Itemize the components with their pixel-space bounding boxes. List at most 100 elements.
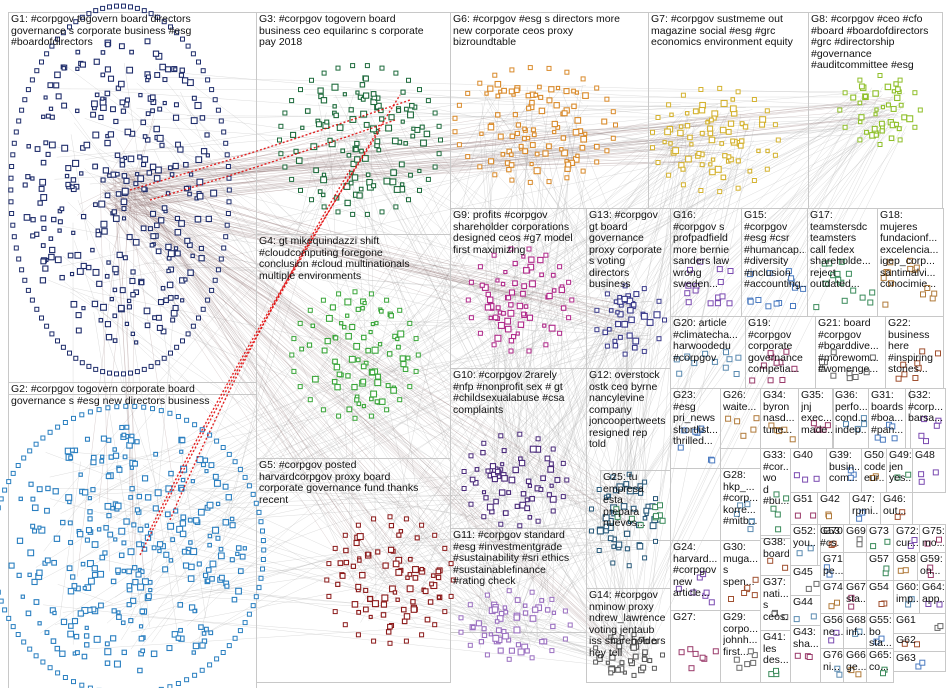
node-g2 <box>129 486 135 492</box>
node-g2 <box>106 437 112 443</box>
node-g2 <box>36 569 43 576</box>
node-g49 <box>905 471 912 478</box>
group-label-g45: G45 <box>793 567 813 578</box>
edge <box>106 100 891 190</box>
node-g7 <box>708 117 714 123</box>
node-g7 <box>662 139 667 145</box>
edge <box>87 297 394 589</box>
edge <box>105 160 715 176</box>
node-g12 <box>653 538 658 544</box>
node-g2 <box>190 548 198 556</box>
node-g7 <box>669 112 674 118</box>
node-g2 <box>237 628 243 634</box>
node-g1 <box>91 300 99 308</box>
edge <box>499 105 884 504</box>
node-g11 <box>503 609 509 615</box>
node-g2 <box>108 454 114 460</box>
node-g2 <box>16 572 22 578</box>
node-g2 <box>132 403 138 409</box>
node-g59 <box>927 564 934 571</box>
node-g2 <box>166 645 173 652</box>
node-g9 <box>507 309 515 317</box>
edge <box>383 88 488 574</box>
node-g10 <box>529 495 535 502</box>
node-g36 <box>843 421 849 428</box>
node-g10 <box>550 508 556 514</box>
node-g9 <box>537 256 544 264</box>
node-g2 <box>71 618 79 625</box>
node-g1 <box>140 225 147 232</box>
node-g12 <box>607 535 614 542</box>
node-g2 <box>116 466 123 473</box>
node-g10 <box>500 462 505 467</box>
group-label-g11: G11: #corpgov standard #esg #investmentg… <box>453 530 570 587</box>
node-g9 <box>479 282 485 288</box>
node-g62 <box>901 640 908 647</box>
edge <box>392 152 698 392</box>
node-g2 <box>44 630 50 635</box>
node-g9 <box>526 314 534 321</box>
node-g9 <box>569 297 575 303</box>
node-g6 <box>560 135 567 141</box>
edge <box>77 178 124 577</box>
node-g10 <box>547 466 555 473</box>
node-g2 <box>91 541 99 548</box>
node-g1 <box>67 24 72 30</box>
edge <box>114 494 615 609</box>
node-g2 <box>84 642 90 648</box>
edge <box>567 131 642 492</box>
group-label-g47: G47: rpmi... <box>852 494 879 517</box>
node-g1 <box>60 344 66 350</box>
node-g11 <box>551 610 557 615</box>
edge <box>339 126 514 635</box>
edge <box>123 208 635 321</box>
node-g2 <box>67 499 72 505</box>
edge <box>206 489 605 505</box>
group-label-g19: G19: #corpgov corporate governance compe… <box>748 318 803 375</box>
node-g2 <box>79 682 85 688</box>
node-g9 <box>497 321 505 329</box>
node-g6 <box>525 92 532 99</box>
node-g10 <box>480 449 486 456</box>
node-g6 <box>546 97 553 104</box>
node-g3 <box>358 186 364 192</box>
node-g4 <box>333 335 339 341</box>
node-g1 <box>183 161 189 168</box>
node-g2 <box>185 550 191 555</box>
node-g5 <box>343 559 350 566</box>
edge <box>544 152 675 478</box>
node-g1 <box>224 222 230 228</box>
node-g5 <box>356 609 362 615</box>
node-g1 <box>169 172 175 177</box>
node-g15 <box>765 303 772 310</box>
node-g1 <box>23 214 31 221</box>
node-g2 <box>253 500 259 506</box>
node-g75 <box>924 540 931 547</box>
node-g6 <box>610 109 616 115</box>
node-g32 <box>918 432 925 439</box>
node-g4 <box>377 342 383 347</box>
node-g5 <box>365 551 371 557</box>
group-label-g16: G16: #corpgov s profpadfield more bernie… <box>673 210 730 290</box>
edge <box>329 124 354 582</box>
node-g2 <box>81 489 89 496</box>
node-g2 <box>104 648 112 656</box>
node-g1 <box>185 43 191 49</box>
node-g1 <box>90 111 97 118</box>
node-g1 <box>183 277 188 282</box>
node-g1 <box>107 131 115 138</box>
node-g5 <box>356 533 364 541</box>
edge <box>127 172 366 556</box>
node-g12 <box>649 522 657 530</box>
node-g2 <box>121 540 127 546</box>
edge <box>348 166 675 581</box>
node-g1 <box>132 238 140 246</box>
node-g15 <box>766 270 773 277</box>
node-g2 <box>150 406 155 412</box>
node-g18 <box>880 274 887 281</box>
node-g1 <box>53 82 60 89</box>
node-g1 <box>91 100 98 108</box>
edge <box>479 89 646 305</box>
node-g6 <box>563 88 570 95</box>
node-g11 <box>532 606 539 613</box>
